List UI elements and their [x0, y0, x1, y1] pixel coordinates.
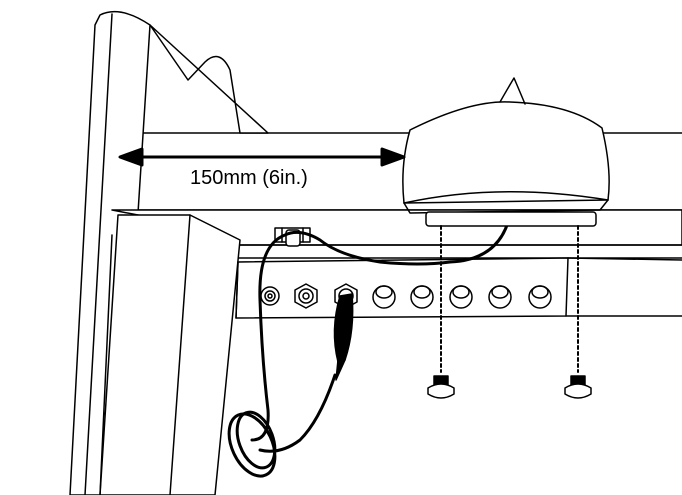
jack-round-5	[410, 285, 434, 309]
jack-round-6	[449, 285, 473, 309]
screw-2	[564, 375, 592, 399]
cable-coil	[227, 412, 277, 478]
jack-round-4	[372, 285, 396, 309]
screw-1	[427, 375, 455, 399]
left-panel-edge	[84, 13, 113, 495]
jack-small-1	[260, 286, 280, 306]
jack-hex-2	[294, 283, 318, 309]
jack-panel	[235, 257, 682, 319]
screw-guides	[440, 225, 579, 373]
jack-round-8	[528, 285, 552, 309]
jack-round-7	[488, 285, 512, 309]
plug	[333, 293, 354, 363]
left-side-panel	[69, 10, 151, 495]
dimension-arrow	[118, 147, 406, 167]
triangle-bracket	[149, 24, 269, 134]
jacks	[260, 283, 552, 309]
antenna-unit	[402, 77, 610, 227]
front-post	[99, 214, 241, 495]
dimension-label: 150mm (6in.)	[190, 167, 308, 189]
cable	[227, 213, 512, 478]
